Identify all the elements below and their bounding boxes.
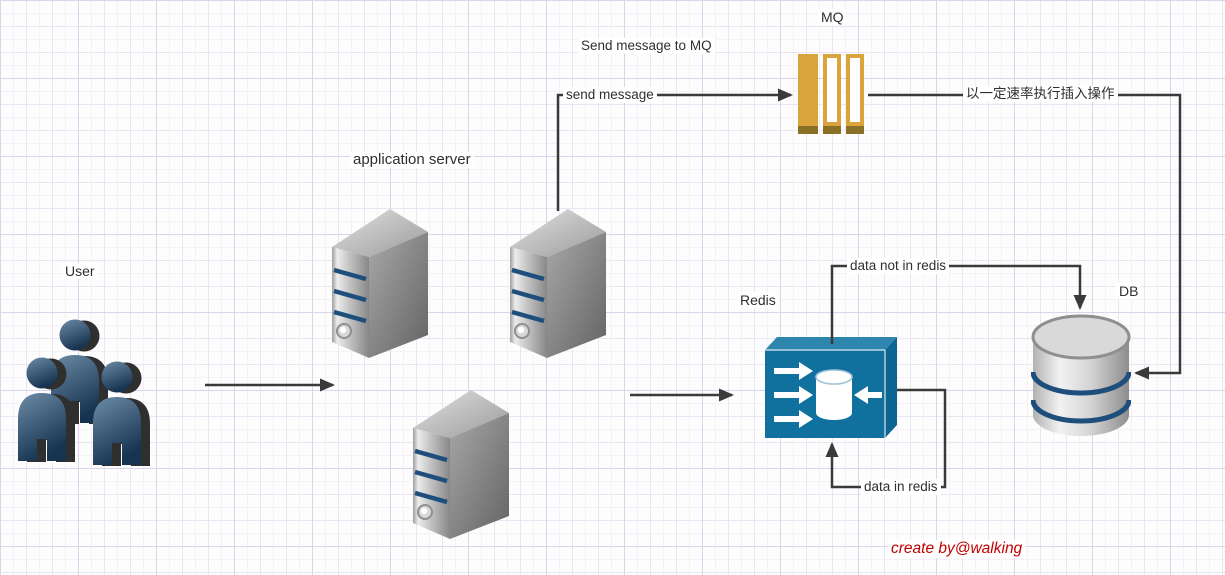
insert-rate-label: 以一定速率执行插入操作 bbox=[963, 86, 1118, 102]
edge-data-in-redis bbox=[825, 388, 947, 489]
data-not-in-redis-label: data not in redis bbox=[847, 258, 950, 274]
send-message-label: send message bbox=[563, 87, 657, 103]
redis-label: Redis bbox=[737, 292, 779, 308]
credit-text: create by@walking bbox=[888, 540, 1026, 558]
app-server-label: application server bbox=[350, 152, 474, 168]
edge-mq-to-db bbox=[868, 93, 1182, 380]
mq-label: MQ bbox=[818, 9, 847, 25]
db-label: DB bbox=[1116, 283, 1142, 299]
edge-redis-to-db bbox=[830, 264, 1087, 344]
send-message-note-label: Send message to MQ bbox=[578, 38, 715, 54]
message-queue-icon bbox=[798, 54, 864, 134]
data-in-redis-label: data in redis bbox=[861, 479, 941, 495]
database-cylinder-icon bbox=[1031, 314, 1131, 436]
edge-send-message bbox=[556, 88, 793, 211]
user-label: User bbox=[62, 263, 98, 279]
